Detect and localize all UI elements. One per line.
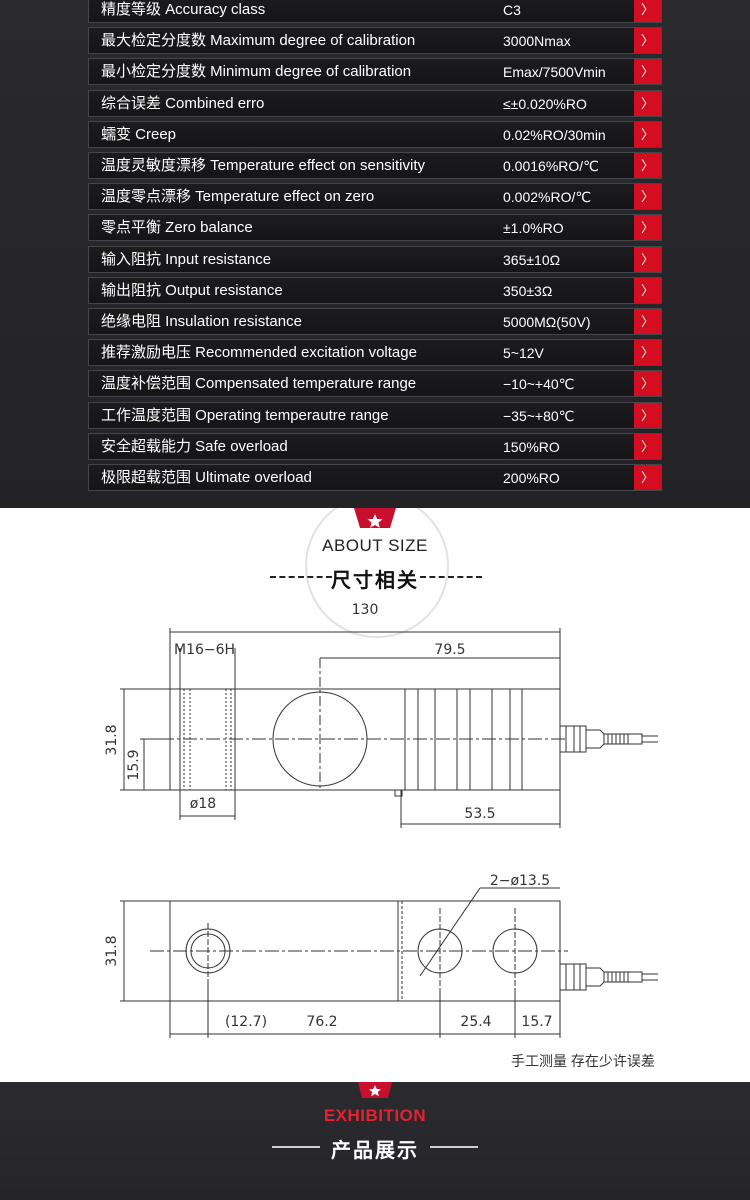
spec-row: 温度灵敏度漂移 Temperature effect on sensitivit… bbox=[88, 152, 662, 179]
spec-value: 200%RO bbox=[503, 470, 560, 486]
star-badge-icon bbox=[358, 1082, 392, 1098]
chevron-right-icon[interactable]: 〉 bbox=[634, 371, 661, 397]
spec-label: 温度补偿范围 Compensated temperature range bbox=[101, 375, 417, 393]
dim-mount-span: 79.5 bbox=[434, 642, 465, 658]
chevron-right-icon[interactable]: 〉 bbox=[634, 184, 661, 210]
spec-row: 工作温度范围 Operating temperautre range −35~+8… bbox=[88, 401, 662, 429]
chevron-right-icon[interactable]: 〉 bbox=[634, 433, 661, 459]
spec-value: Emax/7500Vmin bbox=[503, 64, 606, 81]
spec-label: 输入阻抗 Input resistance bbox=[101, 250, 272, 268]
spec-row: 温度补偿范围 Compensated temperature range −10~… bbox=[88, 370, 662, 398]
spec-row: 输入阻抗 Input resistance 365±10Ω 〉 bbox=[88, 245, 662, 273]
spec-label: 推荐激励电压 Recommended excitation voltage bbox=[101, 344, 417, 362]
chevron-right-icon[interactable]: 〉 bbox=[634, 90, 661, 116]
dim-bore: ø18 bbox=[190, 796, 216, 812]
chevron-right-icon[interactable]: 〉 bbox=[634, 309, 661, 334]
spec-label: 输出阻抗 Output resistance bbox=[101, 281, 283, 299]
exhibition-section: EXHIBITION 产品展示 bbox=[0, 1082, 750, 1200]
spec-value: 0.02%RO/30min bbox=[503, 126, 606, 143]
spec-value: 365±10Ω bbox=[503, 251, 561, 268]
spec-value: −10~+40℃ bbox=[503, 376, 575, 393]
chevron-right-icon[interactable]: 〉 bbox=[634, 121, 661, 147]
title-divider-right bbox=[430, 1146, 478, 1148]
spec-label: 综合误差 Combined erro bbox=[101, 94, 265, 112]
spec-row: 输出阻抗 Output resistance 350±3Ω 〉 bbox=[88, 276, 662, 304]
spec-value: 5~12V bbox=[503, 345, 544, 362]
spec-label: 温度灵敏度漂移 Temperature effect on sensitivit… bbox=[101, 157, 425, 174]
spec-label: 零点平衡 Zero balance bbox=[101, 219, 253, 237]
dim-bottom-height: 31.8 bbox=[104, 935, 120, 966]
decorative-ring bbox=[305, 508, 449, 638]
measurement-note: 手工测量 存在少许误差 bbox=[511, 1053, 655, 1069]
chevron-right-icon[interactable]: 〉 bbox=[634, 340, 661, 366]
chevron-right-icon[interactable]: 〉 bbox=[634, 153, 661, 178]
dim-thread: M16−6H bbox=[174, 642, 235, 658]
spec-value: 3000Nmax bbox=[503, 33, 571, 50]
exhibition-title-en: EXHIBITION bbox=[323, 1106, 427, 1125]
spec-value: ≤±0.020%RO bbox=[503, 95, 587, 112]
chevron-right-icon[interactable]: 〉 bbox=[634, 465, 661, 490]
size-section: 130 M16−6H 79.5 31.8 15.9 ø18 53.5 bbox=[0, 508, 750, 1082]
dim-height: 31.8 bbox=[104, 724, 120, 755]
side-view-outline bbox=[160, 658, 658, 797]
dim-half-height: 15.9 bbox=[126, 749, 142, 780]
spec-value: C3 bbox=[503, 2, 521, 18]
size-title-en: ABOUT SIZE bbox=[322, 536, 428, 555]
spec-row: 零点平衡 Zero balance ±1.0%RO 〉 bbox=[88, 214, 662, 242]
spec-value: −35~+80℃ bbox=[503, 407, 575, 424]
chevron-right-icon[interactable]: 〉 bbox=[634, 215, 661, 241]
spec-label: 极限超载范围 Ultimate overload bbox=[101, 469, 312, 486]
spec-value: 0.002%RO/℃ bbox=[503, 189, 592, 206]
spec-label: 温度零点漂移 Temperature effect on zero bbox=[101, 188, 375, 206]
dim-offset-2: 76.2 bbox=[306, 1014, 337, 1030]
star-badge-icon bbox=[354, 508, 396, 528]
spec-row: 最大检定分度数 Maximum degree of calibration 300… bbox=[88, 27, 662, 55]
title-divider-left bbox=[270, 576, 332, 578]
chevron-right-icon[interactable]: 〉 bbox=[634, 28, 661, 54]
dim-gauge-span: 53.5 bbox=[464, 806, 495, 822]
dim-offset-3: 25.4 bbox=[460, 1014, 491, 1030]
spec-row: 最小检定分度数 Minimum degree of calibration Ema… bbox=[88, 58, 662, 86]
spec-row: 精度等级 Accuracy class C3 〉 bbox=[88, 0, 662, 23]
chevron-right-icon[interactable]: 〉 bbox=[634, 0, 661, 22]
top-view-outline bbox=[150, 887, 658, 1002]
chevron-right-icon[interactable]: 〉 bbox=[634, 246, 661, 272]
dim-total-length: 130 bbox=[352, 602, 379, 618]
title-divider-right bbox=[420, 576, 482, 578]
title-divider-left bbox=[272, 1146, 320, 1148]
dim-offset-4: 15.7 bbox=[521, 1014, 552, 1030]
spec-value: 350±3Ω bbox=[503, 282, 553, 299]
spec-label: 精度等级 Accuracy class bbox=[101, 1, 266, 18]
spec-label: 最小检定分度数 Minimum degree of calibration bbox=[101, 63, 412, 81]
spec-label: 最大检定分度数 Maximum degree of calibration bbox=[101, 32, 416, 50]
chevron-right-icon[interactable]: 〉 bbox=[634, 402, 661, 428]
spec-label: 绝缘电阻 Insulation resistance bbox=[101, 313, 302, 330]
spec-label: 蠕变 Creep bbox=[101, 125, 177, 143]
spec-row: 安全超载能力 Safe overload 150%RO 〉 bbox=[88, 432, 662, 460]
spec-label: 工作温度范围 Operating temperautre range bbox=[101, 406, 389, 424]
dim-holes: 2−ø13.5 bbox=[490, 873, 550, 889]
dim-offset-1: (12.7) bbox=[225, 1014, 267, 1030]
spec-label: 安全超载能力 Safe overload bbox=[101, 437, 288, 455]
spec-row: 温度零点漂移 Temperature effect on zero 0.002%R… bbox=[88, 183, 662, 211]
size-title-cn: 尺寸相关 bbox=[331, 570, 419, 592]
dimension-drawing: 130 M16−6H 79.5 31.8 15.9 ø18 53.5 bbox=[104, 508, 658, 1038]
spec-value: ±1.0%RO bbox=[503, 220, 564, 237]
spec-row: 极限超载范围 Ultimate overload 200%RO 〉 bbox=[88, 464, 662, 491]
spec-value: 0.0016%RO/℃ bbox=[503, 158, 599, 174]
spec-value: 5000MΩ(50V) bbox=[503, 314, 591, 330]
spec-row: 绝缘电阻 Insulation resistance 5000MΩ(50V) 〉 bbox=[88, 308, 662, 335]
spec-row: 推荐激励电压 Recommended excitation voltage 5~1… bbox=[88, 339, 662, 367]
spec-row: 蠕变 Creep 0.02%RO/30min 〉 bbox=[88, 120, 662, 148]
chevron-right-icon[interactable]: 〉 bbox=[634, 277, 661, 303]
chevron-right-icon[interactable]: 〉 bbox=[634, 59, 661, 85]
exhibition-title-cn: 产品展示 bbox=[331, 1140, 419, 1162]
spec-row: 综合误差 Combined erro ≤±0.020%RO 〉 bbox=[88, 89, 662, 117]
spec-value: 150%RO bbox=[503, 438, 560, 455]
